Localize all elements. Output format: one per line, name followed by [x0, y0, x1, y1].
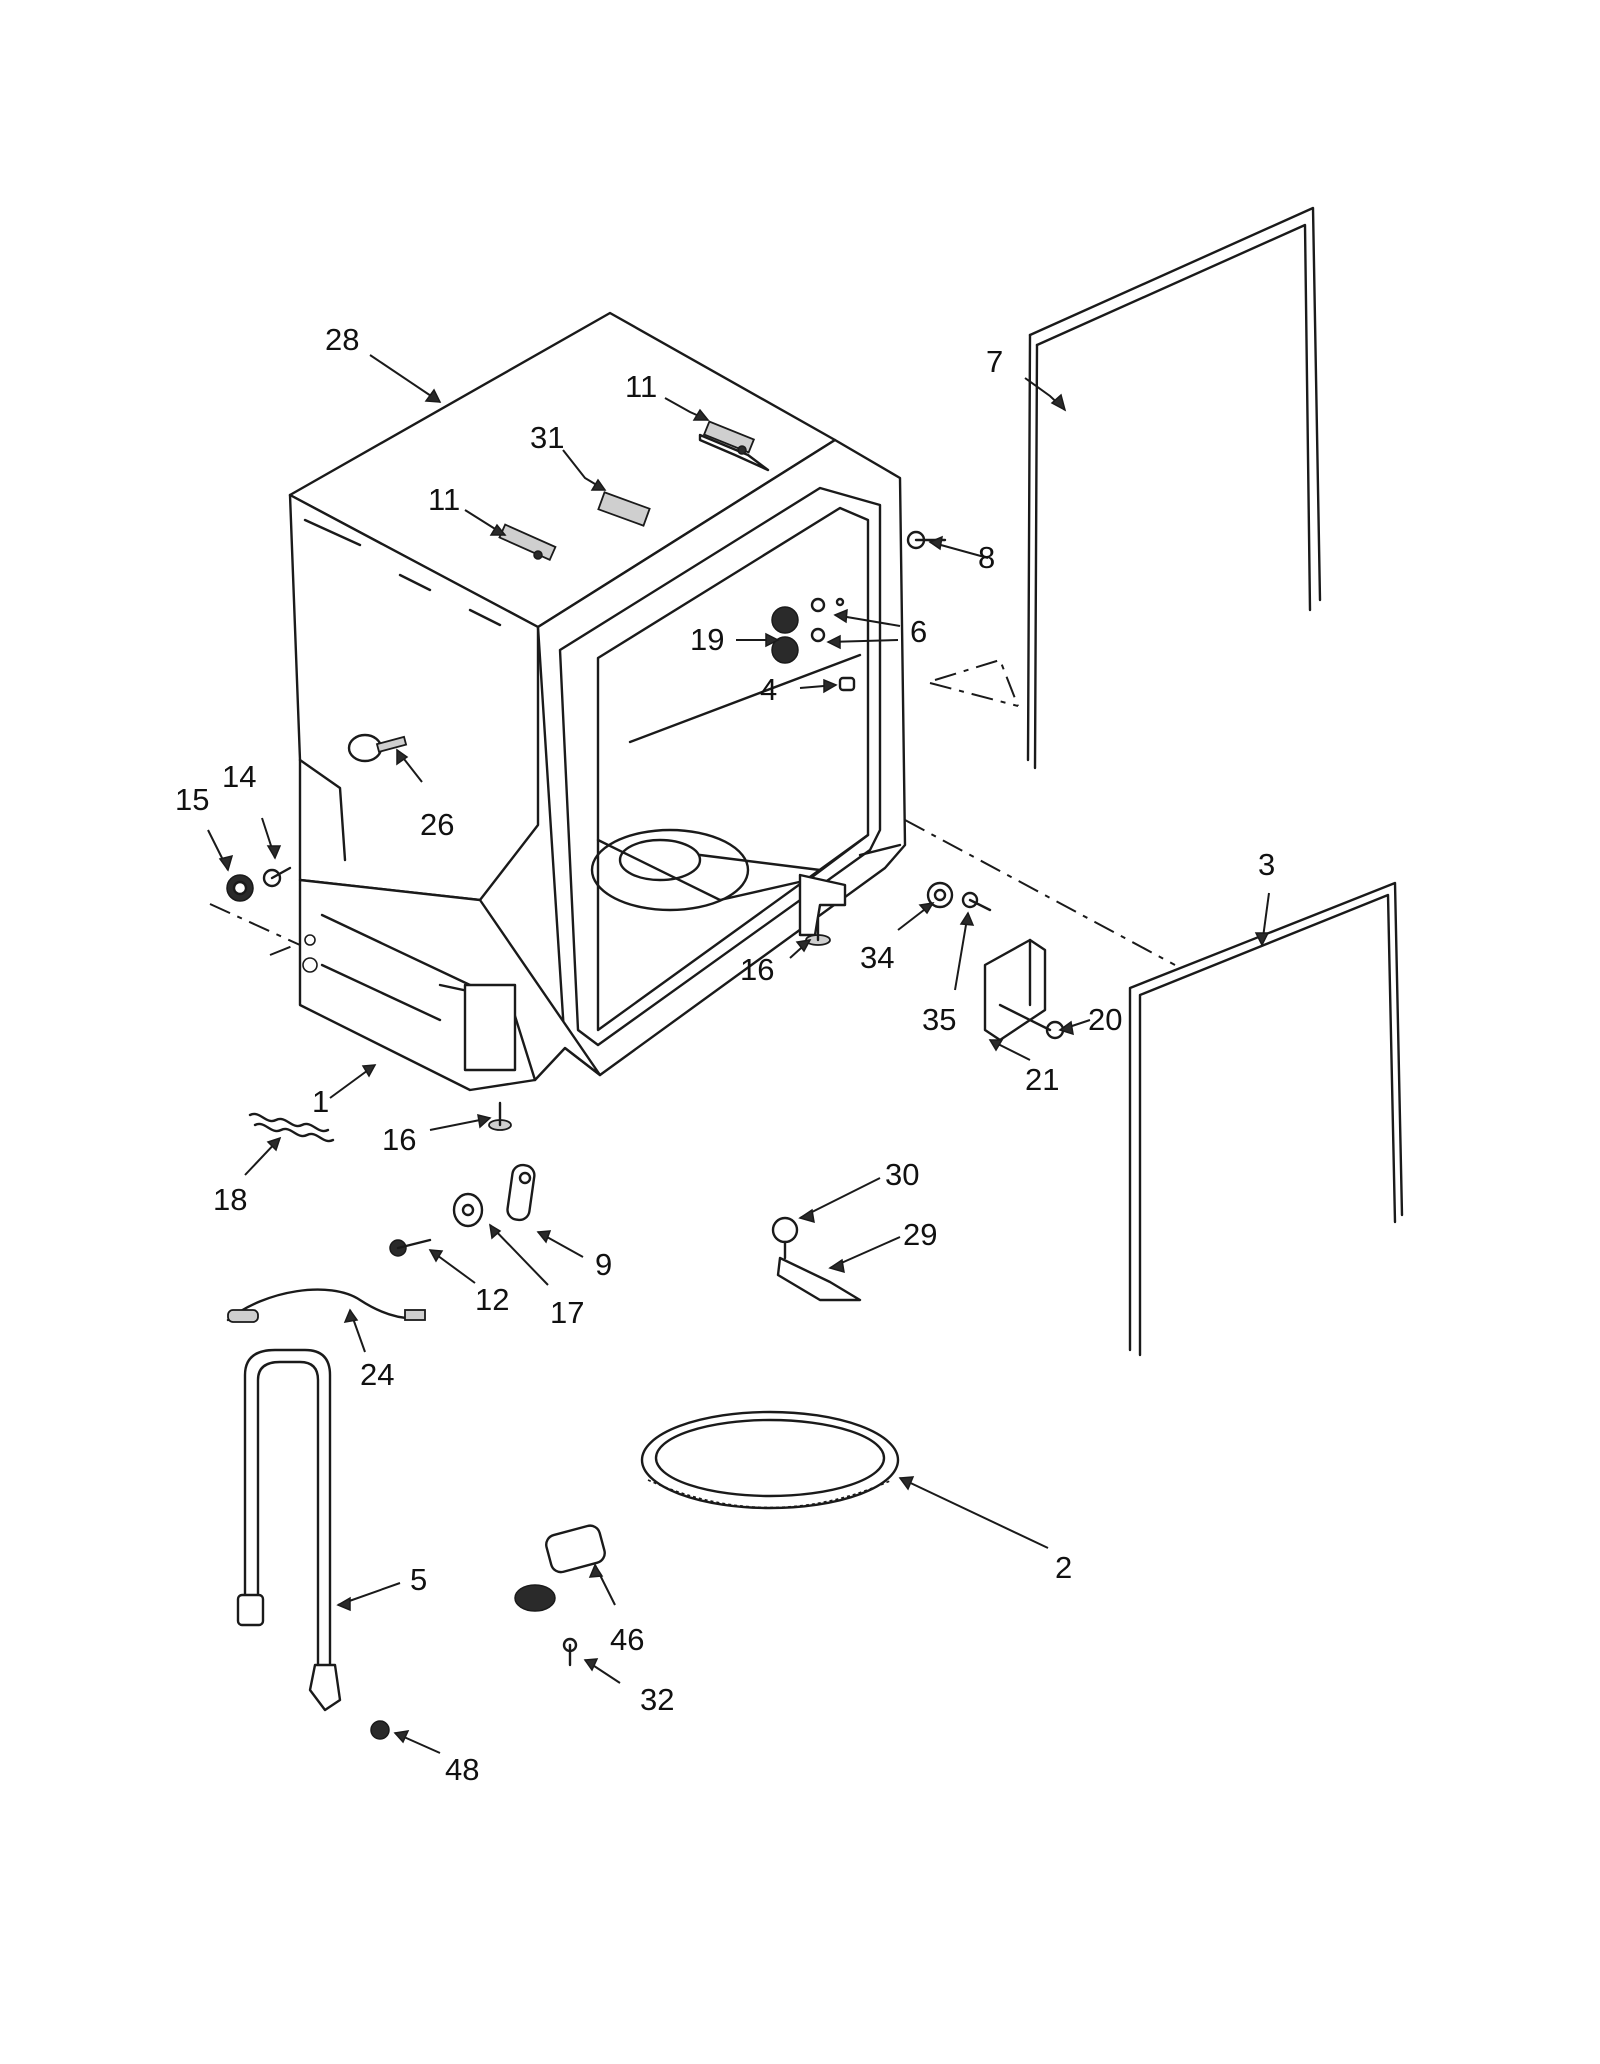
hinge-bracket — [698, 420, 770, 472]
hinge-screws — [771, 597, 856, 692]
callout-16: 16 — [740, 952, 774, 987]
callout-labels: 28 11 31 11 7 8 6 19 4 26 15 14 3 16 34 … — [175, 322, 1275, 1787]
callout-4: 4 — [760, 672, 777, 707]
screw — [961, 891, 992, 912]
screw — [389, 1238, 432, 1257]
callout-14: 14 — [222, 759, 256, 794]
callout-18: 18 — [213, 1182, 247, 1217]
alignment-line — [934, 658, 1019, 707]
bolt — [347, 733, 408, 763]
switch-bracket — [771, 1216, 862, 1302]
callout-11: 11 — [428, 482, 460, 517]
callout-3: 3 — [1258, 847, 1275, 882]
callout-35: 35 — [922, 1002, 956, 1037]
alignment-line — [904, 819, 1176, 966]
pulley — [452, 1192, 484, 1228]
callout-26: 26 — [420, 807, 454, 842]
ground-wire — [226, 1288, 426, 1323]
callout-32: 32 — [640, 1682, 674, 1717]
callout-6: 6 — [910, 614, 927, 649]
leader-arrowheads — [218, 388, 1270, 1744]
sump-gasket — [640, 1410, 900, 1510]
drain-hose — [236, 1348, 342, 1712]
leveling-nut — [226, 874, 254, 902]
callout-29: 29 — [903, 1217, 937, 1252]
alignment-line — [269, 944, 296, 956]
latch-plate — [597, 491, 651, 527]
screw — [562, 1637, 578, 1667]
alignment-line — [209, 903, 301, 946]
callout-48: 48 — [445, 1752, 479, 1787]
leveling-leg — [488, 916, 831, 1131]
callout-8: 8 — [978, 540, 995, 575]
callout-28: 28 — [325, 322, 359, 357]
mounting-bracket — [983, 938, 1047, 1042]
callout-16: 16 — [382, 1122, 416, 1157]
callout-7: 7 — [986, 344, 1003, 379]
callout-17: 17 — [550, 1295, 584, 1330]
callout-11: 11 — [625, 369, 657, 404]
callout-19: 19 — [690, 622, 724, 657]
hose-clip — [370, 1720, 390, 1740]
screw — [262, 866, 292, 888]
callout-1: 1 — [312, 1084, 329, 1119]
door-spring — [248, 1112, 335, 1143]
callout-46: 46 — [610, 1622, 644, 1657]
door-seal — [1128, 881, 1404, 1357]
callout-34: 34 — [860, 940, 894, 975]
callout-20: 20 — [1088, 1002, 1122, 1037]
callout-30: 30 — [885, 1157, 919, 1192]
float-valve — [514, 1524, 606, 1612]
callout-31: 31 — [530, 420, 564, 455]
callout-24: 24 — [360, 1357, 394, 1392]
callout-2: 2 — [1055, 1550, 1072, 1585]
star-washer — [926, 881, 954, 909]
door-gasket — [1026, 206, 1322, 770]
cable-bracket — [506, 1163, 536, 1222]
callout-15: 15 — [175, 782, 209, 817]
alignment-line — [929, 682, 1019, 707]
callout-21: 21 — [1025, 1062, 1059, 1097]
callout-9: 9 — [595, 1247, 612, 1282]
callout-12: 12 — [475, 1282, 509, 1317]
tub-assembly — [288, 311, 907, 1092]
callout-5: 5 — [410, 1562, 427, 1597]
